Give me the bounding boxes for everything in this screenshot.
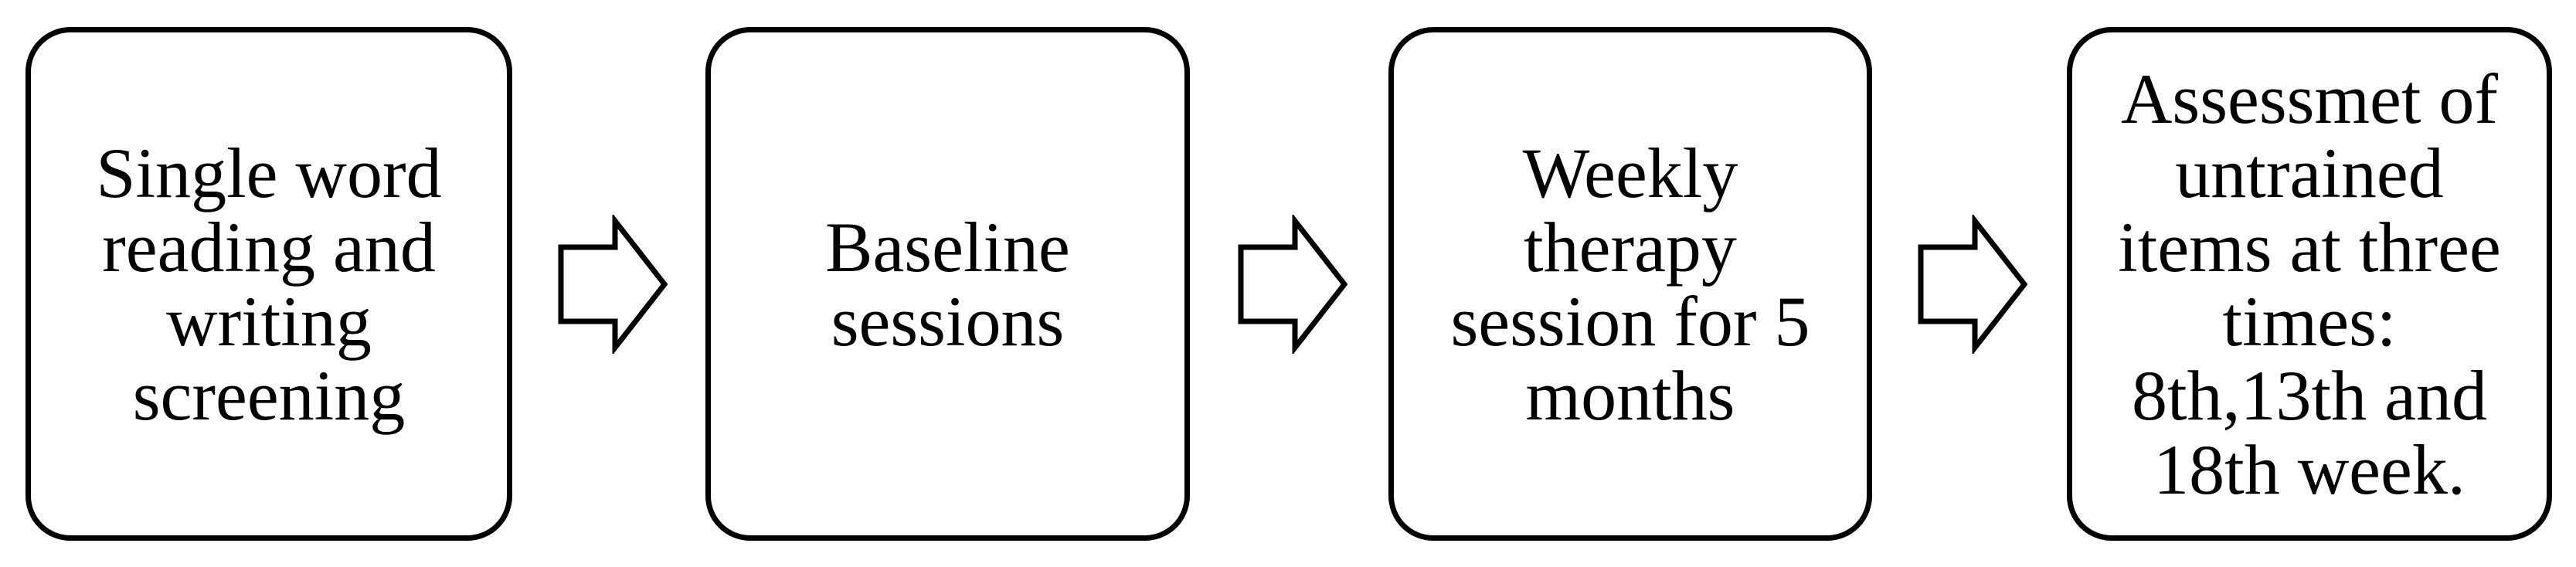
flow-step-4-box: Assessmet of untrained items at three ti…	[2067, 27, 2552, 541]
flow-step-2-label: Baseline sessions	[825, 207, 1070, 361]
right-block-arrow-icon	[558, 215, 668, 354]
right-block-arrow-icon	[1238, 215, 1348, 354]
flow-step-3-label: Weekly therapy session for 5 months	[1450, 133, 1810, 435]
flow-step-1-label: Single word reading and writing screenin…	[96, 133, 442, 435]
right-block-arrow-icon	[1918, 215, 2028, 354]
flow-step-1-box: Single word reading and writing screenin…	[25, 27, 512, 541]
flow-step-4-label: Assessmet of untrained items at three ti…	[2118, 59, 2501, 509]
flow-step-2-box: Baseline sessions	[705, 27, 1190, 541]
flow-step-3-box: Weekly therapy session for 5 months	[1388, 27, 1872, 541]
